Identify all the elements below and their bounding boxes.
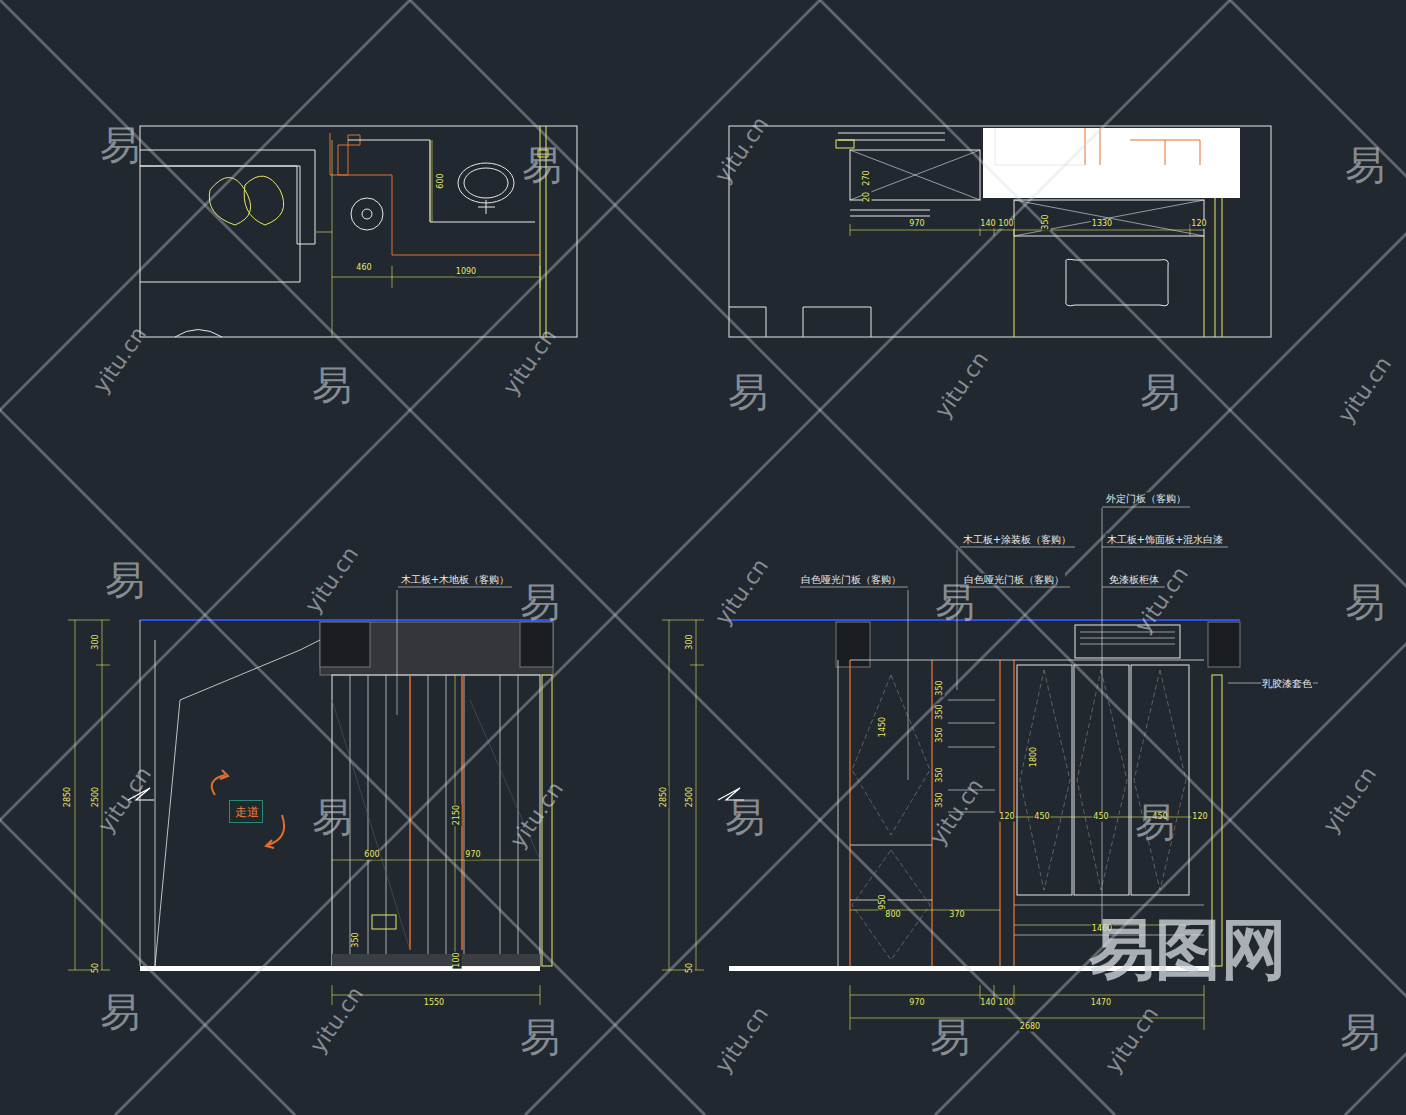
dimension-text: 120 [998, 813, 1015, 822]
watermark: 易 [935, 580, 975, 624]
watermark-logo: 易图网 [1089, 914, 1287, 987]
watermark: 易 [312, 363, 352, 407]
dimension-text: 300 [686, 633, 695, 650]
dimension-text: 950 [879, 893, 888, 910]
dimension-text: 1450 [879, 716, 888, 738]
callout-text: 白色哑光门板（客购） [963, 574, 1065, 585]
dimension-text: 460 [355, 264, 372, 273]
watermark: yitu.cn [306, 982, 369, 1057]
watermark: 易 [1140, 370, 1180, 414]
callout-text: 木工板+饰面板+混水白漆 [1106, 534, 1225, 545]
callout-text: 外定门板（客购） [1105, 493, 1187, 504]
dimension-text: 120 [1191, 813, 1208, 822]
dimension-text: 350 [936, 703, 945, 720]
watermark: 易 [728, 370, 768, 414]
dimension-text: 970 [908, 220, 925, 229]
callout-text: 乳胶漆套色 [1261, 678, 1313, 689]
callout-text: 免漆板柜体 [1108, 574, 1160, 585]
dimension-text: 140 [979, 999, 996, 1008]
watermark: 易 [520, 580, 560, 624]
dimension-text: 350 [352, 931, 361, 948]
dimension-text: 350 [936, 679, 945, 696]
dimension-text: 350 [936, 766, 945, 783]
watermark: 易 [312, 795, 352, 839]
watermark: 易 [100, 990, 140, 1034]
dimension-text: 100 [453, 951, 462, 968]
dimension-text: 2850 [660, 786, 669, 808]
dimension-text: 50 [686, 962, 695, 974]
dimension-text: 120 [1190, 220, 1207, 229]
dimension-text: 20 [863, 191, 872, 203]
dimension-text: 600 [437, 172, 446, 189]
dimension-text: 1470 [1090, 999, 1112, 1008]
callout-text: 白色哑光门板（客购） [800, 574, 902, 585]
watermark: yitu.cn [711, 554, 774, 629]
dimension-text: 2500 [686, 786, 695, 808]
watermark: 易 [105, 558, 145, 602]
area-label: 走道 [235, 804, 257, 821]
watermark: 易 [1340, 1010, 1380, 1054]
dimension-text: 50 [92, 962, 101, 974]
watermark: yitu.cn [711, 1002, 774, 1077]
dimension-text: 300 [92, 633, 101, 650]
watermark: yitu.cn [89, 322, 152, 397]
watermark: 易 [522, 143, 562, 187]
watermark: 易 [930, 1015, 970, 1059]
watermark: 易 [1345, 143, 1385, 187]
dimension-text: 140 [979, 220, 996, 229]
watermark: yitu.cn [301, 542, 364, 617]
dimension-text: 450 [1092, 813, 1109, 822]
watermark: yitu.cn [506, 777, 569, 852]
dimension-text: 1550 [423, 999, 445, 1008]
watermark: 易 [725, 795, 765, 839]
area-label-box: 走道 [229, 800, 263, 823]
dimension-text: 270 [863, 169, 872, 186]
watermark: 易 [520, 1015, 560, 1059]
callout-text: 木工板+涂装板（客购） [962, 534, 1072, 545]
dimension-text: 100 [997, 220, 1014, 229]
watermark: yitu.cn [1101, 1002, 1164, 1077]
dimension-text: 350 [1042, 213, 1051, 230]
watermark: 易 [100, 123, 140, 167]
dimension-text: 1800 [1030, 746, 1039, 768]
watermark: yitu.cn [931, 347, 994, 422]
dimension-text: 2850 [64, 786, 73, 808]
dimension-text: 970 [908, 999, 925, 1008]
dimension-text: 350 [936, 791, 945, 808]
dimension-text: 1090 [455, 268, 477, 277]
dimension-text: 2500 [92, 786, 101, 808]
dimension-text: 970 [464, 851, 481, 860]
dimension-text: 2150 [453, 804, 462, 826]
watermark: yitu.cn [1334, 352, 1397, 427]
callout-text: 木工板+木地板（客购） [400, 574, 510, 585]
dimension-text: 800 [884, 911, 901, 920]
dimension-text: 2680 [1019, 1023, 1041, 1032]
watermark: yitu.cn [1319, 762, 1382, 837]
dimension-text: 1330 [1091, 220, 1113, 229]
dimension-text: 600 [363, 851, 380, 860]
watermark: 易 [1345, 580, 1385, 624]
dimension-text: 100 [997, 999, 1014, 1008]
dimension-text: 370 [948, 911, 965, 920]
dimension-text: 350 [936, 726, 945, 743]
watermark: 易 [1135, 800, 1175, 844]
dimension-text: 450 [1033, 813, 1050, 822]
watermark: yitu.cn [499, 324, 562, 399]
watermark: yitu.cn [711, 112, 774, 187]
